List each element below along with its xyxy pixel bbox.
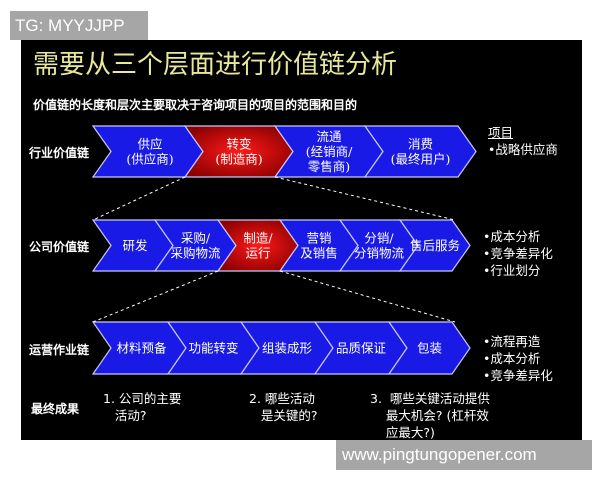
chevron-label: (供应商) [126, 152, 173, 167]
chevron-label: 供应 [137, 137, 162, 152]
chevron-label: 分销/ [364, 231, 394, 246]
chevron-label: (经销商/ [306, 144, 353, 159]
chevron-label: 采购物流 [170, 246, 221, 261]
watermark-bottom: www.pingtungopener.com [336, 440, 592, 470]
chevron-label: 品质保证 [336, 341, 387, 356]
outcome-1: 1. 公司的主要 活动? [103, 391, 182, 423]
chevron-segment [363, 125, 477, 178]
slide-subtitle: 价值链的长度和层次主要取决于咨询项目的项目的范围和目的 [33, 98, 358, 112]
note: •竞争差异化 [483, 368, 553, 383]
note: •战略供应商 [488, 142, 558, 157]
notes-industry: 项目 •战略供应商 [488, 124, 558, 158]
chevron-label: 包装 [417, 341, 442, 356]
note: •成本分析 [483, 351, 541, 366]
chevron-label: 研发 [122, 238, 148, 253]
chevron-label: 消费 [408, 137, 433, 152]
note: •竞争差异化 [483, 246, 553, 261]
chevron-label: 营销 [306, 231, 331, 246]
row-label-company: 公司价值链 [29, 240, 90, 254]
chevron-label: 制造/ [243, 231, 273, 246]
zoom-connector-line [92, 176, 186, 221]
notes-title: 项目 [488, 125, 514, 140]
chevron-segment [387, 321, 471, 375]
chevron-label: 组装成形 [262, 341, 313, 356]
chevron-label: (最终用户) [391, 152, 451, 167]
notes-operations: •流程再造 •成本分析 •竞争差异化 [483, 333, 553, 384]
zoom-connector-line [92, 270, 219, 323]
note: •成本分析 [483, 229, 541, 244]
chevron-label: 流通 [316, 129, 342, 144]
notes-company: •成本分析 •竞争差异化 •行业划分 [483, 228, 553, 279]
chevron-segment [398, 219, 471, 272]
outcomes-label: 最终成果 [31, 402, 80, 416]
chevron-label: 分销物流 [354, 246, 405, 261]
chevron-label: 转变 [226, 137, 251, 152]
chevron-label: 售后服务 [410, 238, 460, 253]
outcome-2: 2. 哪些活动 是关键的? [249, 391, 318, 423]
slide-title: 需要从三个层面进行价值链分析 [33, 50, 398, 80]
note: •行业划分 [483, 263, 541, 278]
row-label-operations: 运营作业链 [29, 343, 90, 357]
chevron-label: 功能转变 [188, 341, 238, 356]
row-label-industry: 行业价值链 [29, 146, 90, 160]
chevron-label: 采购/ [181, 231, 211, 246]
chevron-label: 运行 [245, 246, 270, 261]
note: •流程再造 [483, 334, 541, 349]
outcome-3: 3. 哪些关键活动提供 最大机会? (杠杆效 应最大?) [370, 391, 490, 440]
chevron-label: 材料预备 [116, 341, 167, 356]
chevron-label: 及销售 [300, 246, 338, 261]
zoom-connector-line [274, 176, 456, 221]
zoom-connector-line [279, 270, 456, 323]
chevron-label: 零售商) [308, 159, 350, 174]
watermark-top: TG: MYYJJPP [10, 11, 148, 40]
chevron-label: (制造商) [215, 152, 262, 167]
